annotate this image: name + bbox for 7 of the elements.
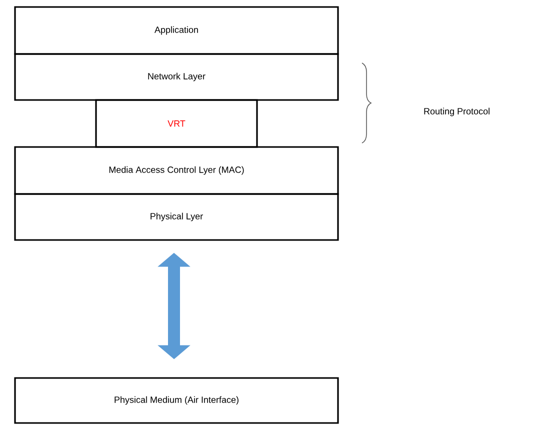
layer-box: Network Layer bbox=[14, 53, 339, 101]
layer-box: Application bbox=[14, 6, 339, 55]
layer-box: Physical Lyer bbox=[14, 193, 339, 241]
layer-box: Physical Medium (Air Interface) bbox=[14, 377, 339, 424]
layer-box: VRT bbox=[95, 99, 258, 148]
layer-box: Media Access Control Lyer (MAC) bbox=[14, 146, 339, 195]
brace-label: Routing Protocol bbox=[424, 108, 490, 116]
